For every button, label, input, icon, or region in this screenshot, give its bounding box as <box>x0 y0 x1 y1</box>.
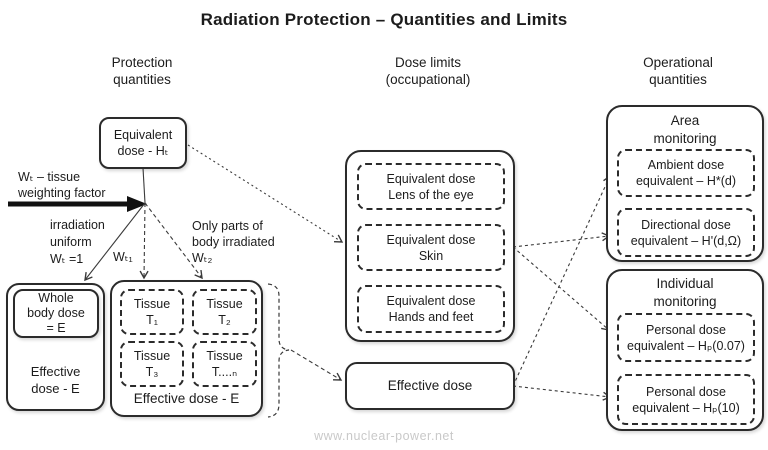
effective-dose-left-label: Effective dose - E <box>30 364 81 396</box>
effective-dose-box: Effective dose <box>345 362 515 410</box>
tissue-t3-box: Tissue T₃ <box>120 341 184 387</box>
arrow-ht-to-dose-limits <box>187 144 344 243</box>
arrow-wt2 <box>144 202 203 280</box>
area-monitoring-group: Area monitoring Ambient dose equivalent … <box>606 105 764 262</box>
column-header-dose-limits: Dose limits (occupational) <box>385 55 471 87</box>
dose-limit-hands-feet-box: Equivalent dose Hands and feet <box>357 285 505 333</box>
stem-line <box>142 167 146 204</box>
page-title: Radiation Protection – Quantities and Li… <box>200 10 568 29</box>
equivalent-dose-limits-group: Equivalent dose Lens of the eye Equivale… <box>345 150 515 342</box>
tissue-brace <box>267 283 290 418</box>
arrow-eff-to-hp10 <box>512 385 612 401</box>
personal-dose-10-box: Personal dose equivalent – Hₚ(10) <box>617 374 755 425</box>
individual-monitoring-group: Individual monitoring Personal dose equi… <box>606 269 764 431</box>
tissue-tn-box: Tissue T....ₙ <box>192 341 257 387</box>
arrow-eff-to-ambient <box>512 174 612 387</box>
arrow-eq-to-directional <box>512 232 611 248</box>
arrow-to-whole-body <box>84 202 146 282</box>
column-header-operational: Operational quantities <box>643 55 713 87</box>
individual-monitoring-title: Individual monitoring <box>653 276 717 309</box>
tissue-group: Tissue T₁ Tissue T₂ Tissue T₃ Tissue T..… <box>110 280 263 417</box>
directional-dose-box: Directional dose equivalent – H'(d,Ω) <box>617 208 755 257</box>
partial-body-note: Only parts of body irradiated Wₜ₂ <box>192 219 275 265</box>
ambient-dose-box: Ambient dose equivalent – H*(d) <box>617 149 755 197</box>
dose-limit-lens-box: Equivalent dose Lens of the eye <box>357 163 505 210</box>
watermark: www.nuclear-power.net <box>314 429 454 443</box>
wt1-label: Wₜ₁ <box>113 250 133 264</box>
dose-limit-skin-box: Equivalent dose Skin <box>357 224 505 271</box>
uniform-irradiation-note: irradiation uniform Wₜ =1 <box>50 218 105 266</box>
weighting-factor-arrow <box>8 196 147 212</box>
arrow-wt1 <box>139 202 149 280</box>
column-header-protection: Protection quantities <box>111 55 173 87</box>
area-monitoring-title: Area monitoring <box>653 113 717 146</box>
weighting-factor-note: Wₜ – tissue weighting factor <box>18 170 106 200</box>
arrow-tissues-to-effective <box>290 349 343 381</box>
tissue-caption: Effective dose - E <box>133 391 240 406</box>
personal-dose-007-box: Personal dose equivalent – Hₚ(0.07) <box>617 313 755 362</box>
arrow-eq-to-hp007 <box>512 246 611 331</box>
equivalent-dose-ht-box: Equivalent dose - Hₜ <box>99 117 187 169</box>
whole-body-group: Whole body dose = E Effective dose - E <box>6 283 105 411</box>
whole-body-dose-box: Whole body dose = E <box>13 289 99 338</box>
tissue-t1-box: Tissue T₁ <box>120 289 184 335</box>
tissue-t2-box: Tissue T₂ <box>192 289 257 335</box>
